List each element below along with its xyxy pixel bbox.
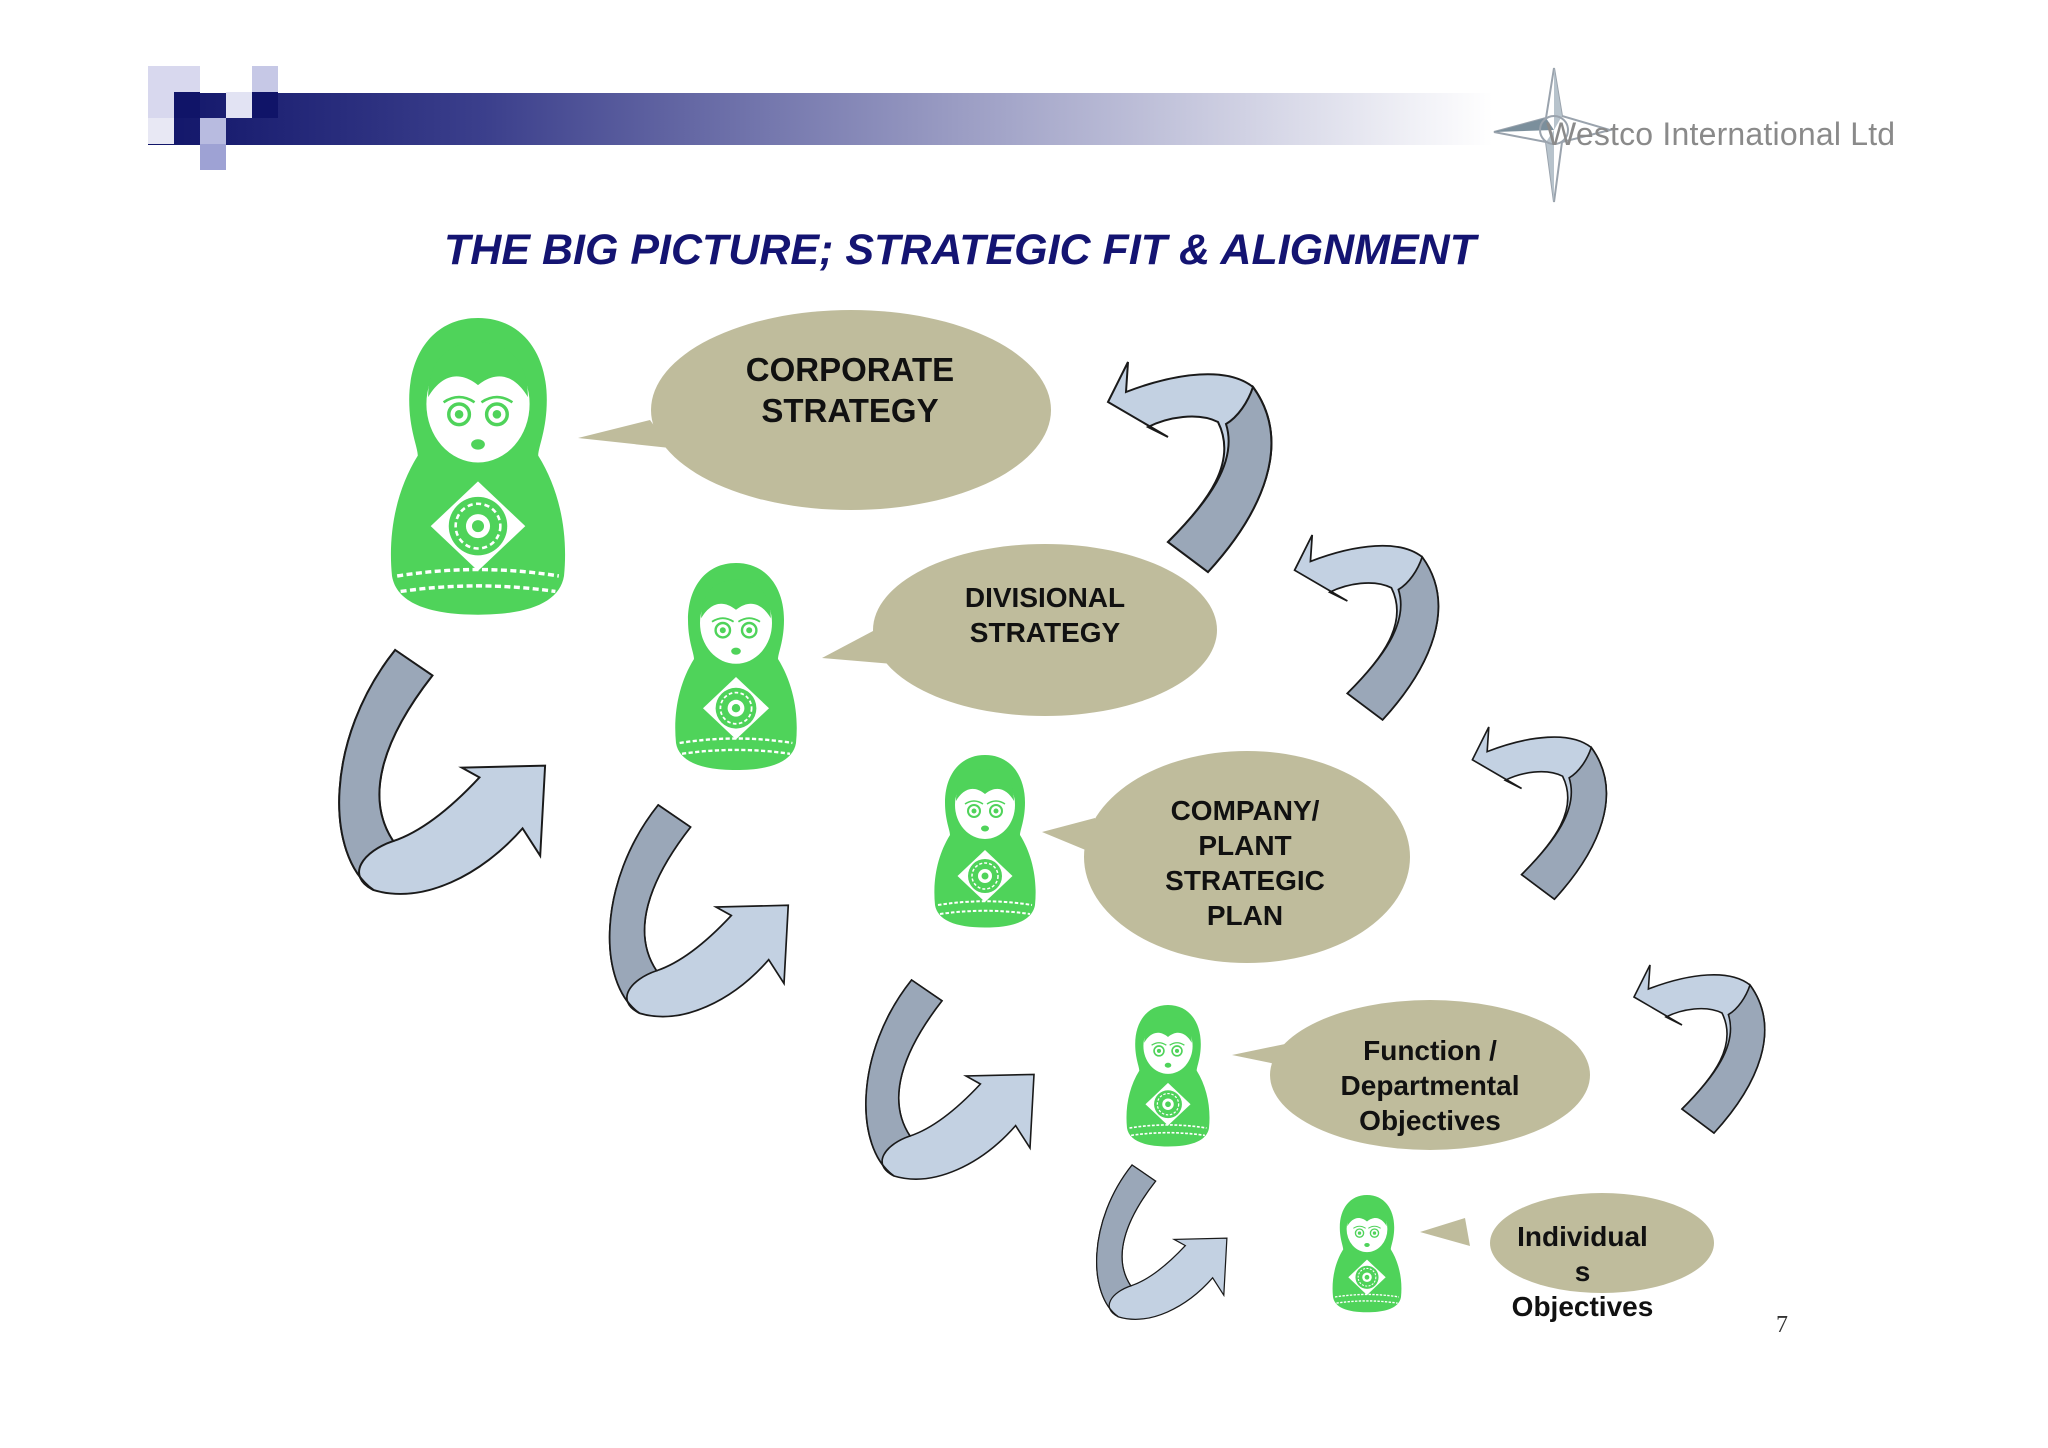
label-line: PLAN xyxy=(1206,900,1284,931)
label-line: STRATEGY xyxy=(969,617,1121,648)
header-square xyxy=(226,92,252,118)
label-line: COMPANY/ xyxy=(1170,795,1320,826)
matryoshka-doll-icon xyxy=(389,316,567,617)
matryoshka-doll-icon xyxy=(674,561,798,772)
label-line: Departmental xyxy=(1340,1069,1520,1101)
page-number: 7 xyxy=(1776,1312,1788,1338)
speech-bubble xyxy=(1042,751,1410,963)
label-line: STRATEGIC xyxy=(1165,865,1325,896)
label-line: Function / xyxy=(1363,1034,1497,1066)
header-square xyxy=(200,144,226,170)
header-square xyxy=(148,118,174,144)
curved-arrow-icon xyxy=(1471,726,1608,901)
curved-arrow-icon xyxy=(608,804,790,1018)
header-square xyxy=(200,118,226,144)
label-line: PLANT xyxy=(1198,830,1292,861)
speech-bubble xyxy=(822,544,1217,716)
compass-star-icon xyxy=(1493,67,1614,203)
header-gradient-bar xyxy=(148,93,1493,145)
header-square xyxy=(252,92,278,118)
matryoshka-doll-icon xyxy=(1125,1004,1211,1148)
label-line: STRATEGY xyxy=(761,392,939,429)
level-label-function: Function / Departmental Objectives xyxy=(1290,1030,1570,1140)
matryoshka-doll-icon xyxy=(933,754,1037,929)
header-square xyxy=(174,92,200,118)
level-label-individual: Individual s Objectives xyxy=(1480,1216,1685,1326)
curved-arrow-icon xyxy=(1293,534,1440,721)
level-label-company-plant: COMPANY/ PLANT STRATEGIC PLAN xyxy=(1110,788,1380,938)
label-line: CORPORATE xyxy=(745,351,955,388)
label-line: DIVISIONAL xyxy=(964,582,1126,613)
speech-bubble xyxy=(1420,1193,1714,1293)
speech-bubble xyxy=(578,310,1051,510)
label-line: s xyxy=(1574,1255,1591,1287)
level-label-divisional: DIVISIONAL STRATEGY xyxy=(900,575,1190,655)
label-line: Objectives xyxy=(1511,1290,1654,1322)
label-line: Objectives xyxy=(1359,1104,1501,1136)
curved-arrow-icon xyxy=(1633,964,1766,1134)
speech-bubble xyxy=(1232,1000,1590,1150)
curved-arrow-icon xyxy=(338,649,547,895)
label-line: Individual xyxy=(1517,1220,1648,1252)
company-name: Westco International Ltd xyxy=(1546,116,1896,152)
curved-arrow-icon xyxy=(1096,1164,1228,1320)
matryoshka-doll-icon xyxy=(1331,1194,1403,1313)
level-label-corporate: CORPORATE STRATEGY xyxy=(690,340,1010,440)
curved-arrow-icon xyxy=(1107,361,1273,573)
header-square xyxy=(252,66,278,92)
slide-title: THE BIG PICTURE; STRATEGIC FIT & ALIGNME… xyxy=(444,226,1476,274)
curved-arrow-icon xyxy=(865,979,1035,1180)
